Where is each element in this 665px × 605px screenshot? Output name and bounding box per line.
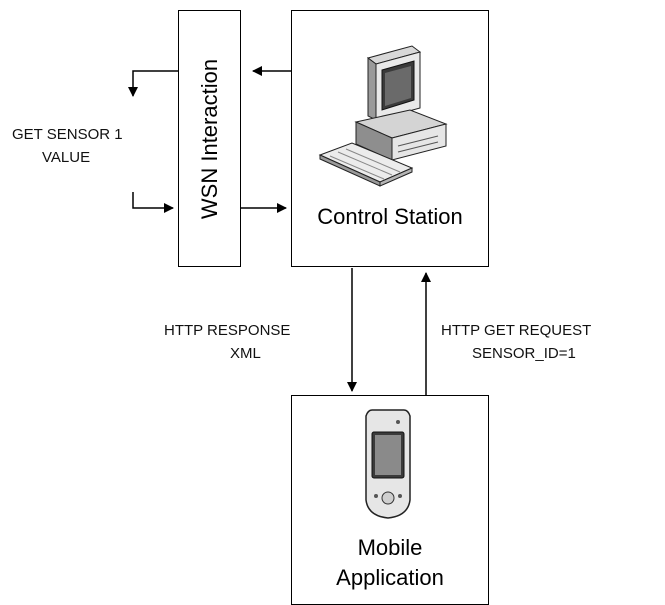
mobile-application-label-line1: Mobile — [357, 535, 423, 560]
sensor-query-label-line1: GET SENSOR 1 — [12, 126, 123, 143]
sensor-query-label-line2: VALUE — [42, 149, 91, 166]
wsn-interaction-label: WSN Interaction — [196, 58, 222, 219]
http-request-label-line1: HTTP GET REQUEST — [441, 322, 592, 339]
control-station-label: Control Station — [317, 204, 463, 229]
wsn-interaction-box: WSN Interaction — [178, 10, 241, 267]
http-request-label-line2: SENSOR_ID=1 — [472, 345, 576, 362]
mobile-application-box: Mobile Application — [291, 395, 489, 605]
mobile-application-label-line2: Application — [336, 565, 444, 590]
mobile-phone-icon — [365, 409, 411, 519]
desktop-computer-icon — [318, 45, 448, 187]
arrow-wsn-out — [128, 70, 178, 97]
arrow-wsn-in — [132, 192, 174, 213]
control-station-box: Control Station — [291, 10, 489, 267]
http-response-label-line2: XML — [230, 345, 261, 362]
http-response-label-line1: HTTP RESPONSE — [164, 322, 291, 339]
